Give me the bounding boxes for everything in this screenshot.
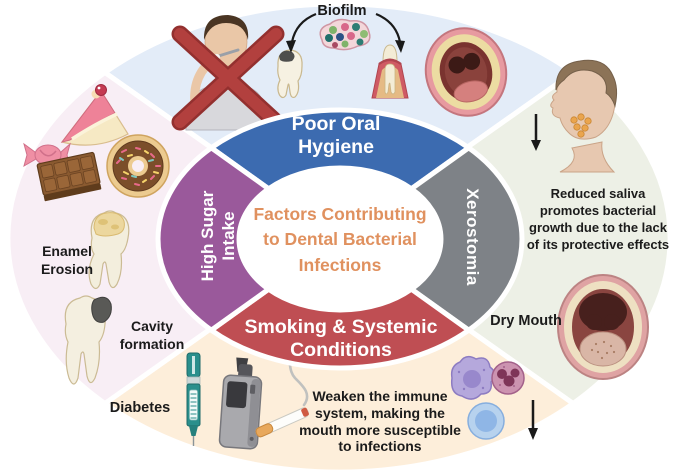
chocolate-bar-icon — [36, 151, 102, 202]
donut-icon — [106, 134, 170, 198]
cake-slice-icon — [60, 84, 129, 146]
prohibition-x-icon — [171, 25, 285, 131]
no-toothbrushing-icon — [171, 15, 285, 131]
dry-mouth-icon — [557, 274, 649, 380]
enamel-erosion-label: Enamel Erosion — [40, 243, 94, 278]
weaken-immune-caption: Weaken the immune system, making the mou… — [299, 388, 461, 455]
diabetes-label: Diabetes — [109, 400, 171, 416]
ring-label-high-sugar-intake: High Sugar Intake — [197, 190, 238, 282]
cavity-formation-label: Cavity formation — [119, 318, 185, 353]
insulin-pen-icon — [186, 352, 201, 446]
eroded-tooth-icon — [88, 210, 130, 290]
ring-segment-xerostomia — [408, 145, 525, 333]
ring-label-smoking-systemic: Smoking & Systemic Conditions — [244, 316, 438, 361]
face-salivary-gland-icon — [550, 59, 618, 173]
curved-arrow-right-icon — [375, 12, 405, 53]
ring-label-poor-oral-hygiene: Poor Oral Hygiene — [291, 113, 381, 158]
decayed-tooth-icon — [277, 49, 303, 99]
down-arrow-icon — [531, 114, 541, 151]
dry-mouth-label: Dry Mouth — [490, 313, 562, 329]
biofilm-bacteria-icon — [319, 18, 371, 51]
reduced-saliva-caption: Reduced saliva promotes bacterial growth… — [526, 186, 670, 252]
cavity-tooth-icon — [64, 295, 112, 385]
down-arrow-icon — [528, 400, 538, 440]
open-mouth-icon — [424, 27, 508, 117]
ring-segment-poor-oral-hygiene — [208, 107, 472, 192]
ring-label-xerostomia: Xerostomia — [462, 188, 482, 286]
biofilm-label: Biofilm — [317, 3, 367, 19]
immune-cells-icon — [450, 355, 525, 440]
ring-segment-high-sugar — [155, 145, 272, 333]
periodontitis-tooth-icon — [371, 44, 409, 99]
diagram-center-title: Factors Contributing to Dental Bacterial… — [253, 204, 427, 275]
curved-arrow-left-icon — [286, 12, 317, 53]
ring-segment-smoking-systemic — [208, 286, 472, 371]
factor-ring — [155, 107, 525, 371]
